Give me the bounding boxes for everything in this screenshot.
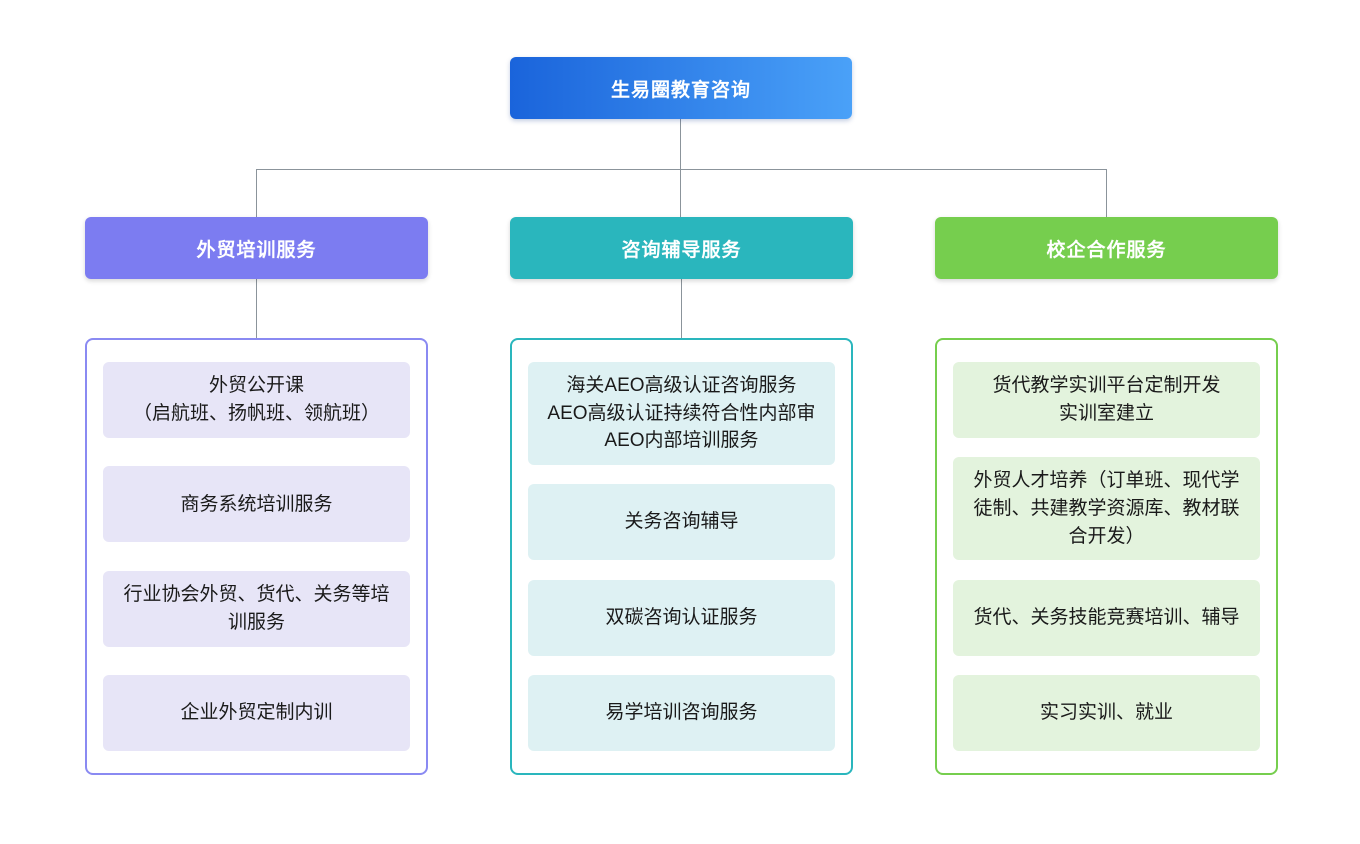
service-item[interactable]: 商务系统培训服务 bbox=[103, 466, 410, 543]
service-item[interactable]: 行业协会外贸、货代、关务等培训服务 bbox=[103, 570, 410, 647]
connector-drop-right bbox=[1106, 169, 1107, 217]
service-item[interactable]: 货代教学实训平台定制开发 实训室建立 bbox=[953, 362, 1260, 438]
service-item[interactable]: 企业外贸定制内训 bbox=[103, 674, 410, 751]
connector-header-to-group-left bbox=[256, 279, 257, 338]
root-node[interactable]: 生易圈教育咨询 bbox=[510, 57, 852, 119]
service-item[interactable]: 实习实训、就业 bbox=[953, 675, 1260, 751]
connector-rail-horizontal bbox=[256, 169, 1106, 170]
connector-drop-middle bbox=[680, 169, 681, 217]
branch-header-foreign-trade-training[interactable]: 外贸培训服务 bbox=[85, 217, 428, 279]
service-item[interactable]: 外贸人才培养（订单班、现代学徒制、共建教学资源库、教材联合开发） bbox=[953, 457, 1260, 561]
branch-header-consulting-coaching[interactable]: 咨询辅导服务 bbox=[510, 217, 853, 279]
branch-header-school-enterprise[interactable]: 校企合作服务 bbox=[935, 217, 1278, 279]
connector-root-vertical bbox=[680, 119, 681, 169]
service-item[interactable]: 关务咨询辅导 bbox=[528, 484, 835, 561]
branch-group-foreign-trade-training: 外贸公开课 （启航班、扬帆班、领航班） 商务系统培训服务 行业协会外贸、货代、关… bbox=[85, 338, 428, 775]
service-item[interactable]: 双碳咨询认证服务 bbox=[528, 579, 835, 656]
connector-header-to-group-middle bbox=[681, 279, 682, 338]
service-item[interactable]: 外贸公开课 （启航班、扬帆班、领航班） bbox=[103, 362, 410, 438]
branch-group-school-enterprise: 货代教学实训平台定制开发 实训室建立 外贸人才培养（订单班、现代学徒制、共建教学… bbox=[935, 338, 1278, 775]
service-item[interactable]: 货代、关务技能竞赛培训、辅导 bbox=[953, 579, 1260, 656]
branch-group-consulting-coaching: 海关AEO高级认证咨询服务 AEO高级认证持续符合性内部审 AEO内部培训服务 … bbox=[510, 338, 853, 775]
connector-drop-left bbox=[256, 169, 257, 217]
service-item[interactable]: 易学培训咨询服务 bbox=[528, 675, 835, 751]
service-item[interactable]: 海关AEO高级认证咨询服务 AEO高级认证持续符合性内部审 AEO内部培训服务 bbox=[528, 362, 835, 465]
